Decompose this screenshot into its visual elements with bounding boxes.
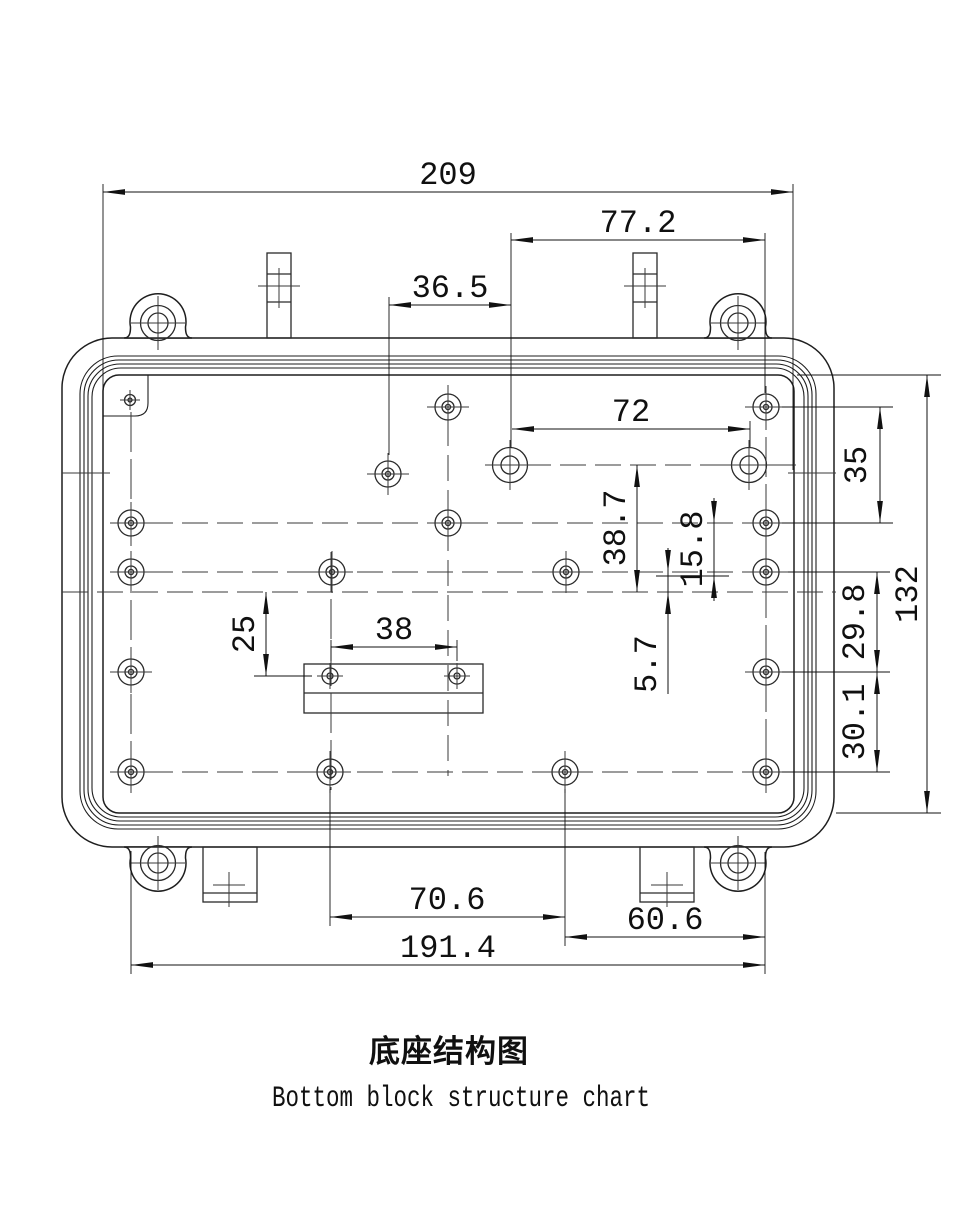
dim-center-gap: 5.7 [629,548,671,694]
dim-label-30-1: 30.1 [837,684,874,761]
dim-lug-to-center: 77.2 [511,205,766,393]
cavity-outline [102,374,795,814]
drawing-title: 底座结构图 Bottom block structure chart [272,1034,650,1116]
hole-top-right [744,385,788,429]
dim-label-77-2: 77.2 [600,205,677,242]
dim-center-drop: 38.7 [598,465,640,592]
dim-label-35: 35 [839,446,876,484]
hole-mid-r2 [426,501,470,545]
dim-label-5-7: 5.7 [629,635,666,693]
dim-label-15-8: 15.8 [675,511,712,588]
hole-mid-left-r3 [310,550,354,594]
corner-pin-hole [119,389,141,411]
dim-label-191-4: 191.4 [400,930,496,967]
dim-label-60-6: 60.6 [627,902,704,939]
dim-label-132: 132 [890,565,927,623]
dim-overall-height: 132 [797,374,941,814]
dim-label-29-8: 29.8 [837,584,874,661]
title-chinese: 底座结构图 [369,1034,529,1070]
hole-left-r5 [109,750,153,794]
title-english: Bottom block structure chart [272,1082,650,1116]
dim-bottom-left-span: 70.6 [329,789,566,946]
hole-right-r5 [744,750,788,794]
dimensions: 209 77.2 36.5 72 35 [102,157,941,974]
dim-right-middle: 29.8 [782,571,890,673]
centerlines [62,385,836,790]
dim-label-38: 38 [375,612,413,649]
hole-left-r3 [109,550,153,594]
dim-hole-span: 72 [512,394,751,447]
corner-boss-outline [103,375,149,417]
top-stub-right [624,252,666,339]
dim-rail-offset: 25 [227,592,312,677]
top-stub-left [258,252,300,339]
dim-label-36-5: 36.5 [412,270,489,307]
bottom-stub-right [639,846,695,907]
dim-boss-spacing: 36.5 [388,233,512,455]
dim-right-upper: 35 [782,406,893,524]
dim-center-step: 15.8 [656,498,729,601]
dim-bottom-overall: 191.4 [130,851,765,974]
hole-mid-left-r5 [308,750,352,794]
hole-mid-right-r5 [543,750,587,794]
rail-hole-left [316,662,344,690]
mounting-rail [303,663,484,714]
hole-right-r2 [744,501,788,545]
dim-rail-hole-spacing: 38 [330,612,458,661]
hole-top-mid [426,385,470,429]
dim-label-72: 72 [612,394,650,431]
bottom-stub-left [202,846,258,907]
hole-left-r4 [109,650,153,694]
dim-right-lower: 30.1 [782,672,890,773]
hole-mid-right-r3 [544,550,588,594]
hole-left-r2 [109,501,153,545]
hole-right-r3 [744,550,788,594]
dim-overall-width: 209 [102,157,794,470]
hole-right-r4 [744,650,788,694]
hole-mid-small [366,452,410,496]
dim-label-25: 25 [227,615,264,653]
dim-label-38-7: 38.7 [598,490,635,567]
dim-bottom-right-span: 60.6 [565,852,766,974]
dim-label-209: 209 [419,157,477,194]
large-hole-center [484,439,536,491]
dim-label-70-6: 70.6 [409,882,486,919]
